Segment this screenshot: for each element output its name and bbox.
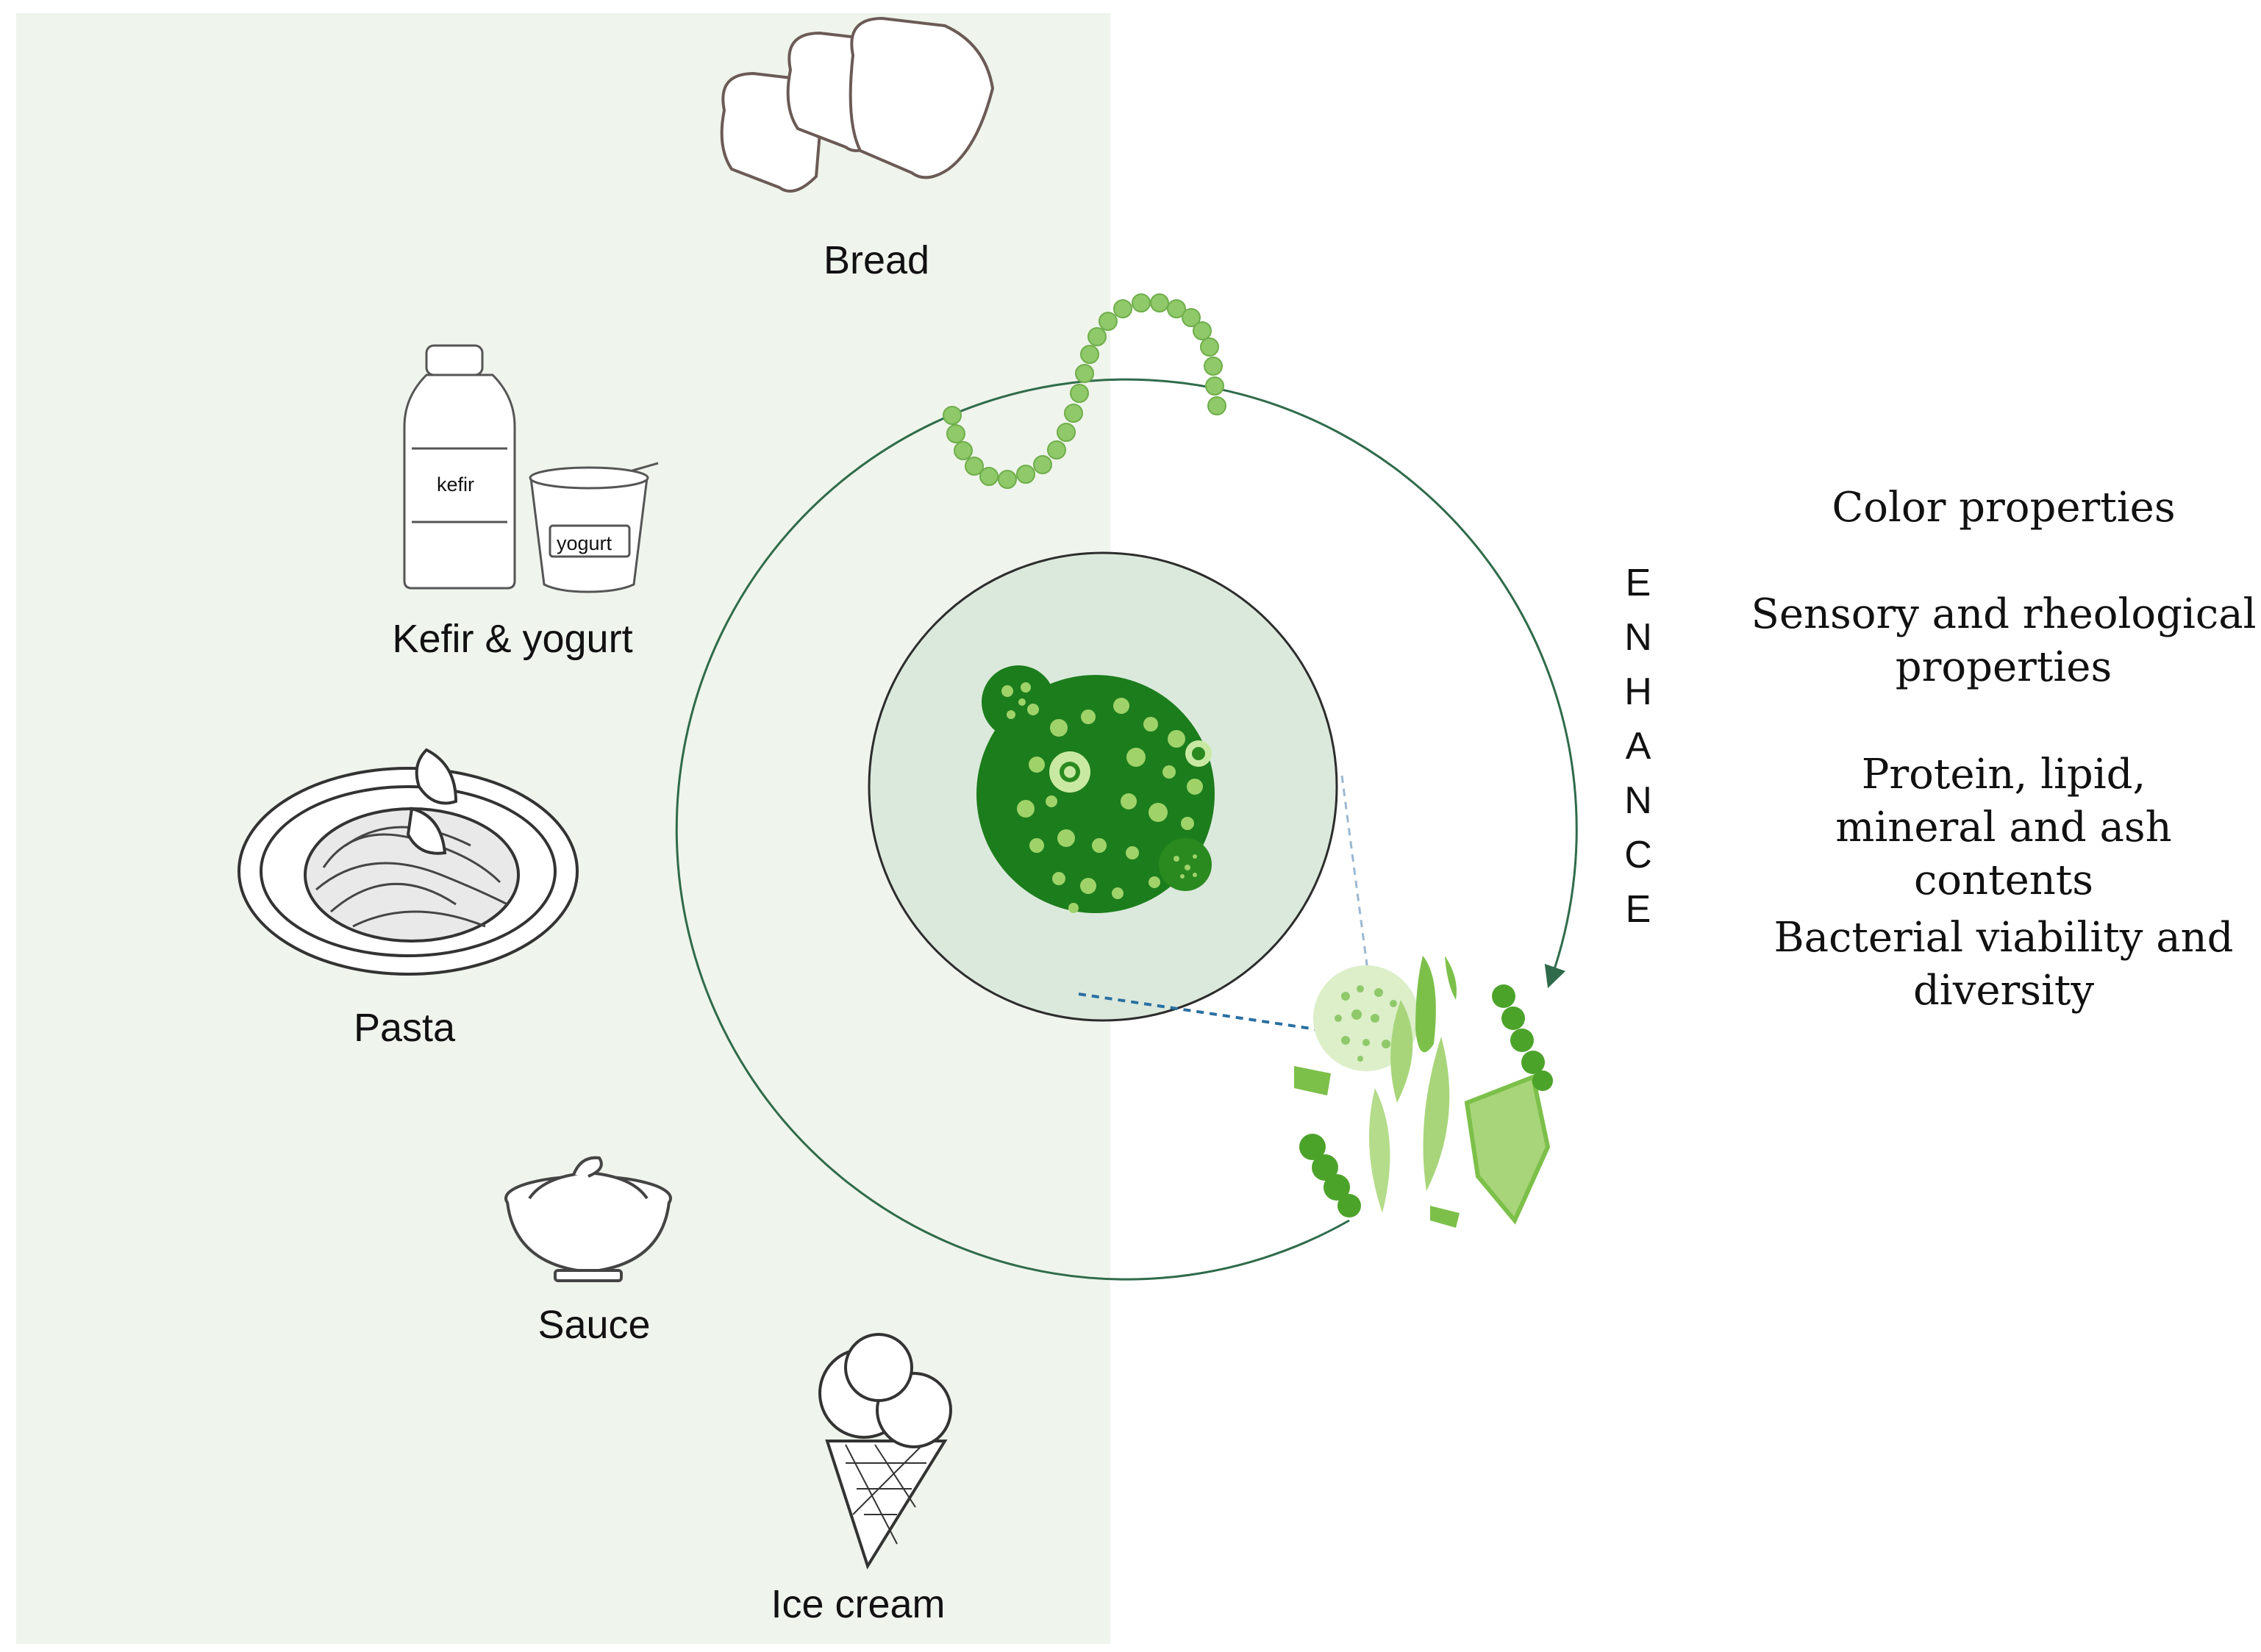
enhance-letter: A	[1625, 725, 1651, 768]
property-protein-lipid-mineral-ash: Protein, lipid, mineral and ash contents	[1835, 751, 2172, 904]
food-label-sauce: Sauce	[537, 1303, 651, 1347]
enhance-letter: N	[1624, 779, 1652, 822]
ice-cream-icon	[818, 1333, 952, 1570]
property-sensory-rheological: Sensory and rheological properties	[1751, 590, 2257, 691]
kefir-yogurt-icon: kefir yogurt	[403, 344, 659, 593]
microalgae-cell-cluster-icon	[976, 665, 1215, 913]
food-label-pasta: Pasta	[353, 1006, 456, 1050]
enhance-letter: C	[1624, 834, 1652, 876]
sauce-icon	[504, 1156, 672, 1282]
enhance-cycle-arrow	[675, 378, 1578, 1281]
zoom-connector	[1078, 993, 1317, 1031]
yogurt-icon-label: yogurt	[557, 532, 612, 554]
zoom-connector	[1340, 775, 1369, 971]
property-color: Color properties	[1832, 484, 2176, 532]
enhance-letter: H	[1624, 671, 1652, 713]
kefir-icon-label: kefir	[437, 473, 474, 496]
diatom-group-icon	[1294, 956, 1553, 1228]
food-label-bread: Bread	[823, 238, 930, 282]
food-label-kefir-yogurt: Kefir & yogurt	[392, 617, 633, 661]
property-bacterial-viability: Bacterial viability and diversity	[1774, 914, 2234, 1015]
spirulina-filament-icon	[943, 293, 1226, 489]
pasta-icon	[237, 748, 579, 976]
enhance-letter: E	[1625, 562, 1651, 604]
bread-icon	[720, 16, 995, 193]
enhance-letter: E	[1625, 888, 1651, 931]
enhance-label: E N H A N C E	[1624, 556, 1653, 937]
food-label-ice-cream: Ice cream	[771, 1582, 946, 1626]
enhance-letter: N	[1624, 616, 1652, 659]
